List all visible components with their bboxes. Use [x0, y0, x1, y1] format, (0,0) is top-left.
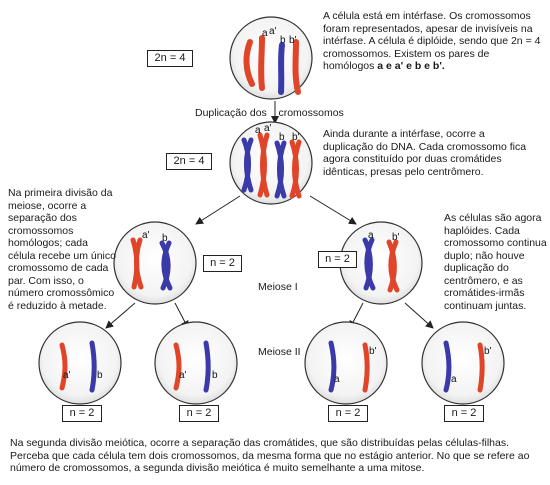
stage-meiose1: Meiose I	[258, 281, 298, 293]
badge-haploid-mII-1: n = 2	[62, 405, 102, 422]
stage-meiose2: Meiose II	[258, 346, 301, 358]
arrow-mII-4	[404, 302, 434, 329]
cell-meiosis2-1	[38, 321, 122, 405]
interphase-description: A célula está em intérfase. Os cromossom…	[323, 10, 541, 73]
badge-haploid-mII-3: n = 2	[328, 405, 368, 422]
label-mII-4-b-prime: b'	[484, 346, 492, 357]
duplication-label: Duplicação dos cromossomos	[195, 107, 344, 119]
label-mI-right-b-prime: b'	[392, 232, 400, 243]
interphase-text: A célula está em intérfase. Os cromossom…	[323, 10, 541, 72]
chromosome-b-prime	[292, 39, 301, 95]
label-a-prime: a'	[269, 26, 277, 37]
badge-diploid-2: 2n = 4	[166, 153, 212, 170]
cell-meiosis1-left	[113, 221, 197, 305]
meiosis1-left-description: Na primeira divisão da meiose, ocorre a …	[8, 187, 116, 312]
cell-meiosis2-3	[304, 321, 388, 405]
badge-haploid-mI-right: n = 2	[318, 251, 357, 268]
label-mII-1-a-prime: a'	[63, 370, 71, 381]
cell-meiosis2-2	[154, 321, 238, 405]
arrow-to-left-cell	[195, 195, 241, 225]
label-b-prime: b'	[289, 35, 297, 46]
label-dup-a-prime: a'	[264, 123, 272, 134]
chromosome-a-prime	[258, 35, 265, 91]
cell-meiosis2-4	[421, 321, 505, 405]
arrow-to-right-cell	[309, 195, 357, 225]
label-mI-left-b: b	[162, 233, 168, 244]
meiosis1-right-description: As células são agora haplóides. Cada cro…	[444, 212, 547, 312]
duplicated-description: Ainda durante a intérfase, ocorre a dupl…	[323, 128, 527, 178]
badge-haploid-mII-2: n = 2	[179, 405, 219, 422]
label-mII-3-b-prime: b'	[369, 346, 377, 357]
label-mI-right-a: a	[368, 230, 374, 241]
badge-haploid-mI-left: n = 2	[203, 255, 242, 272]
cell-duplicated	[229, 121, 313, 205]
label-dup-b: b	[279, 132, 285, 143]
badge-diploid-1: 2n = 4	[147, 50, 193, 67]
cell-meiosis1-right	[339, 221, 423, 305]
label-mII-2-a-prime: a'	[179, 370, 187, 381]
label-mII-3-a: a	[334, 374, 340, 385]
arrow-mII-1	[105, 302, 136, 329]
label-a: a	[262, 28, 268, 39]
badge-haploid-mII-4: n = 2	[444, 405, 484, 422]
label-mII-4-a: a	[451, 374, 457, 385]
label-b: b	[280, 35, 286, 46]
label-dup-b-prime: b'	[292, 132, 300, 143]
label-mI-left-a-prime: a'	[142, 230, 150, 241]
label-dup-a: a	[255, 125, 261, 136]
label-mII-1-b: b	[97, 370, 103, 381]
chromosome-b	[278, 42, 285, 95]
label-mII-2-b: b	[212, 370, 218, 381]
chromosome-a	[243, 39, 255, 87]
bottom-caption: Na segunda divisão meiótica, ocorre a se…	[10, 437, 530, 474]
homolog-pairs-text: a e a' e b e b'.	[377, 60, 445, 72]
cell-interphase	[229, 16, 313, 100]
